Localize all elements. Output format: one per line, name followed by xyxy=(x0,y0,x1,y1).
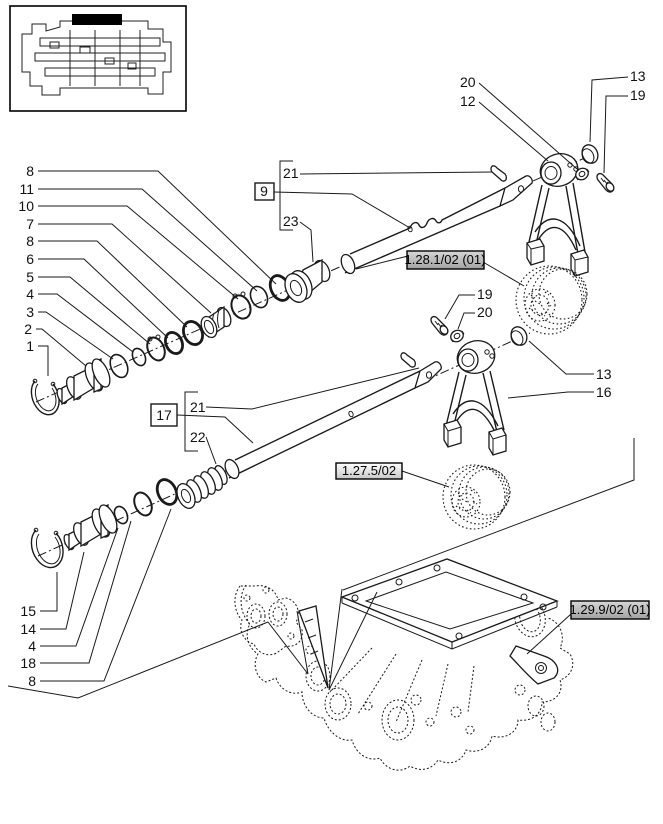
pin-21b xyxy=(400,352,416,368)
thumbnail-highlight xyxy=(72,14,122,25)
shift-rod-9 xyxy=(340,165,533,275)
callout-1: 1 xyxy=(26,338,34,354)
insertion-wedges xyxy=(7,438,635,699)
synchro-hub-gear-1 xyxy=(515,265,588,335)
callout-3: 3 xyxy=(26,304,34,320)
boxed-callout-9: 9 xyxy=(254,182,275,201)
callout-11: 11 xyxy=(19,181,34,197)
callout-4-lower: 4 xyxy=(28,638,36,654)
cap-13a xyxy=(581,144,599,164)
ref-box-1299-label: 1.29.9/02 (01) xyxy=(570,602,651,617)
callout-5: 5 xyxy=(26,269,34,285)
callout-21-rod17: 21 xyxy=(190,399,206,415)
callout-19-mid: 19 xyxy=(477,286,493,302)
callout-18: 18 xyxy=(20,655,36,671)
synchro-hub-gear-2 xyxy=(442,464,511,530)
callout-7: 7 xyxy=(26,216,34,232)
boxed-callout-17: 17 xyxy=(150,403,178,427)
fork-16-pad-right xyxy=(488,427,507,456)
shift-rod-17 xyxy=(224,352,442,480)
shift-fork-16 xyxy=(443,340,507,456)
callout-2: 2 xyxy=(24,321,32,337)
gearbox-housing xyxy=(7,438,635,771)
callout-22: 22 xyxy=(190,429,206,445)
ref-box-1275-label: 1.27.5/02 xyxy=(342,463,396,478)
callout-20-top: 20 xyxy=(460,74,476,90)
o-ring-6 xyxy=(164,331,184,355)
boxed-callout-9-label: 9 xyxy=(260,183,268,199)
gearbox-section-thumbnail xyxy=(9,5,187,112)
cap-13b xyxy=(510,326,528,346)
ref-box-1299[interactable]: 1.29.9/02 (01) xyxy=(570,600,651,620)
ring-11 xyxy=(249,285,269,309)
screw-19b xyxy=(430,315,449,336)
ribbed-collar-22 xyxy=(176,464,228,509)
collar-23 xyxy=(284,258,331,303)
callout-8-mid: 8 xyxy=(26,233,34,249)
nut-20b xyxy=(450,329,465,343)
assembly-axes xyxy=(35,152,597,557)
housing-top-flange xyxy=(340,558,559,650)
ref-box-1275[interactable]: 1.27.5/02 xyxy=(335,462,403,480)
callout-13-fork16: 13 xyxy=(596,366,612,382)
callout-6: 6 xyxy=(26,251,34,267)
fork-12-pad-left xyxy=(526,238,545,266)
ref-box-1281-label: 1.28.1/02 (01) xyxy=(405,252,486,267)
ring-4 xyxy=(131,347,147,367)
upper-ring-chain xyxy=(30,258,331,416)
shift-fork-12 xyxy=(526,153,589,277)
callout-8-lower: 8 xyxy=(28,673,36,689)
snap-ring-1 xyxy=(30,378,60,416)
snap-ring-15 xyxy=(30,527,64,569)
o-ring-18 xyxy=(133,491,153,517)
housing-right-arm xyxy=(509,645,559,685)
o-ring-3 xyxy=(109,353,129,379)
ref-box-1281[interactable]: 1.28.1/02 (01) xyxy=(405,250,486,270)
fork-16-pad-left xyxy=(443,419,462,448)
callout-4-upper: 4 xyxy=(26,286,34,302)
callout-19-top: 19 xyxy=(630,87,646,103)
callout-15: 15 xyxy=(20,603,36,619)
leader-lines xyxy=(36,76,629,682)
callout-8-upper: 8 xyxy=(26,163,34,179)
callout-labels: 8 11 10 7 8 6 5 4 3 2 1 15 14 4 18 8 20 … xyxy=(18,68,645,689)
o-ring-8b xyxy=(182,320,204,346)
lower-ring-chain xyxy=(30,464,228,569)
callout-23: 23 xyxy=(283,213,299,229)
ring-4b xyxy=(113,505,129,525)
callout-13-top: 13 xyxy=(630,68,646,84)
rod-9-clevis xyxy=(498,175,533,208)
callout-16: 16 xyxy=(596,384,612,400)
callout-14: 14 xyxy=(20,621,36,637)
detent-plug-2 xyxy=(56,358,111,406)
pin-21a xyxy=(490,165,507,182)
bushing-7 xyxy=(200,305,232,339)
callout-12: 12 xyxy=(460,93,476,109)
circlip-5 xyxy=(146,334,166,362)
detent-plug-14 xyxy=(63,504,118,552)
boxed-callout-17-label: 17 xyxy=(156,407,172,423)
rod-17-clevis xyxy=(413,361,442,390)
callout-21-rod9: 21 xyxy=(283,165,299,181)
screw-19a xyxy=(596,172,615,193)
callout-10: 10 xyxy=(18,198,34,214)
callout-20-mid: 20 xyxy=(477,304,493,320)
circlip-10 xyxy=(230,291,252,320)
nut-20a xyxy=(575,167,590,181)
o-ring-8c xyxy=(155,478,179,506)
